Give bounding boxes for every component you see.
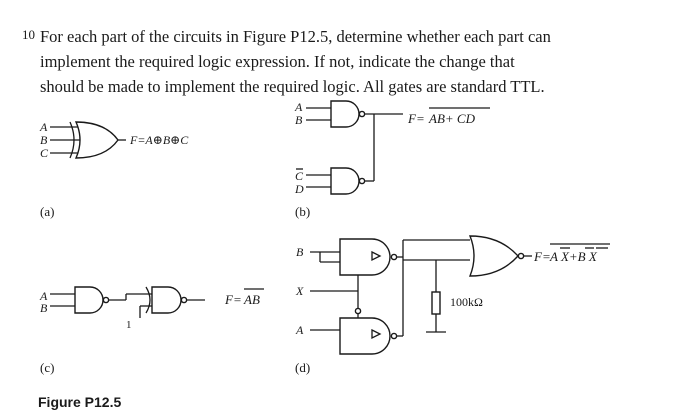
circuit-c-tied-input: 1 bbox=[126, 319, 132, 331]
circuit-b: A B F= AB+ CD C D (b) bbox=[294, 100, 490, 219]
resistor-value: 100kΩ bbox=[450, 295, 483, 309]
circuit-c: A B 1 F= AB (c) bbox=[39, 286, 264, 375]
tristate-gate-top bbox=[339, 238, 391, 276]
circuit-a-input-a: A bbox=[39, 120, 48, 134]
enable-bubble bbox=[354, 307, 362, 315]
circuit-b-input-c: C bbox=[295, 169, 304, 183]
circuit-d-input-b: B bbox=[296, 245, 304, 259]
figure-caption: Figure P12.5 bbox=[38, 394, 122, 410]
circuit-a-input-b: B bbox=[40, 133, 48, 147]
circuit-c-output-prefix: F= bbox=[224, 292, 242, 307]
circuit-a-label: (a) bbox=[40, 204, 54, 219]
tristate-triangle-top bbox=[371, 250, 382, 262]
resistor bbox=[431, 291, 441, 315]
circuit-a: A B C F=A⊕B⊕C (a) bbox=[39, 120, 189, 219]
circuit-a-input-c: C bbox=[40, 146, 49, 160]
circuit-a-output: F=A⊕B⊕C bbox=[129, 133, 189, 147]
circuit-b-output-expr: AB+ CD bbox=[428, 111, 476, 126]
circuit-d-input-a: A bbox=[295, 323, 304, 337]
problem-text: For each part of the circuits in Figure … bbox=[40, 24, 680, 99]
circuit-b-output-prefix: F= bbox=[407, 111, 425, 126]
circuit-c-output-expr: AB bbox=[243, 292, 260, 307]
nand-gate-c1 bbox=[74, 286, 104, 314]
nand-gate-c2 bbox=[151, 286, 182, 314]
tristate-gate-bottom bbox=[339, 317, 391, 355]
circuit-c-input-a: A bbox=[39, 289, 48, 303]
nand-bubble-c2 bbox=[180, 296, 188, 304]
nand-bubble-top bbox=[358, 110, 366, 118]
nand-gate-bottom bbox=[330, 167, 360, 195]
tristate-triangle-bottom bbox=[371, 328, 382, 340]
circuit-d-label: (d) bbox=[295, 360, 310, 375]
circuit-b-input-b: B bbox=[295, 113, 303, 127]
circuit-c-label: (c) bbox=[40, 360, 54, 375]
circuit-b-input-a: A bbox=[294, 100, 303, 114]
nand-bubble-bottom bbox=[358, 177, 366, 185]
problem-line-3: should be made to implement the required… bbox=[40, 77, 545, 96]
circuit-b-label: (b) bbox=[295, 204, 310, 219]
nand-bubble-d-bottom bbox=[390, 332, 398, 340]
xor-gate bbox=[74, 121, 119, 159]
circuit-d-output-prefix: F= bbox=[533, 249, 551, 264]
circuit-d: B X A 100kΩ F= A X+B X ( bbox=[295, 235, 610, 375]
or-gate bbox=[468, 235, 519, 277]
problem-line-1: For each part of the circuits in Figure … bbox=[40, 27, 551, 46]
nand-gate-top bbox=[330, 100, 360, 128]
xor-extra-arc bbox=[69, 121, 75, 159]
circuit-d-input-x: X bbox=[295, 284, 304, 298]
circuit-b-input-d: D bbox=[294, 182, 304, 196]
nand-bubble-d-top bbox=[390, 253, 398, 261]
nand-bubble-c1 bbox=[102, 296, 110, 304]
or-bubble bbox=[517, 252, 525, 260]
gate-c2-input-arc bbox=[145, 286, 151, 314]
problem-number: 10 bbox=[22, 27, 35, 42]
circuit-c-input-b: B bbox=[40, 301, 48, 315]
circuit-d-output-expr: A X+B X bbox=[549, 249, 598, 264]
problem-line-2: implement the required logic expression.… bbox=[40, 52, 515, 71]
